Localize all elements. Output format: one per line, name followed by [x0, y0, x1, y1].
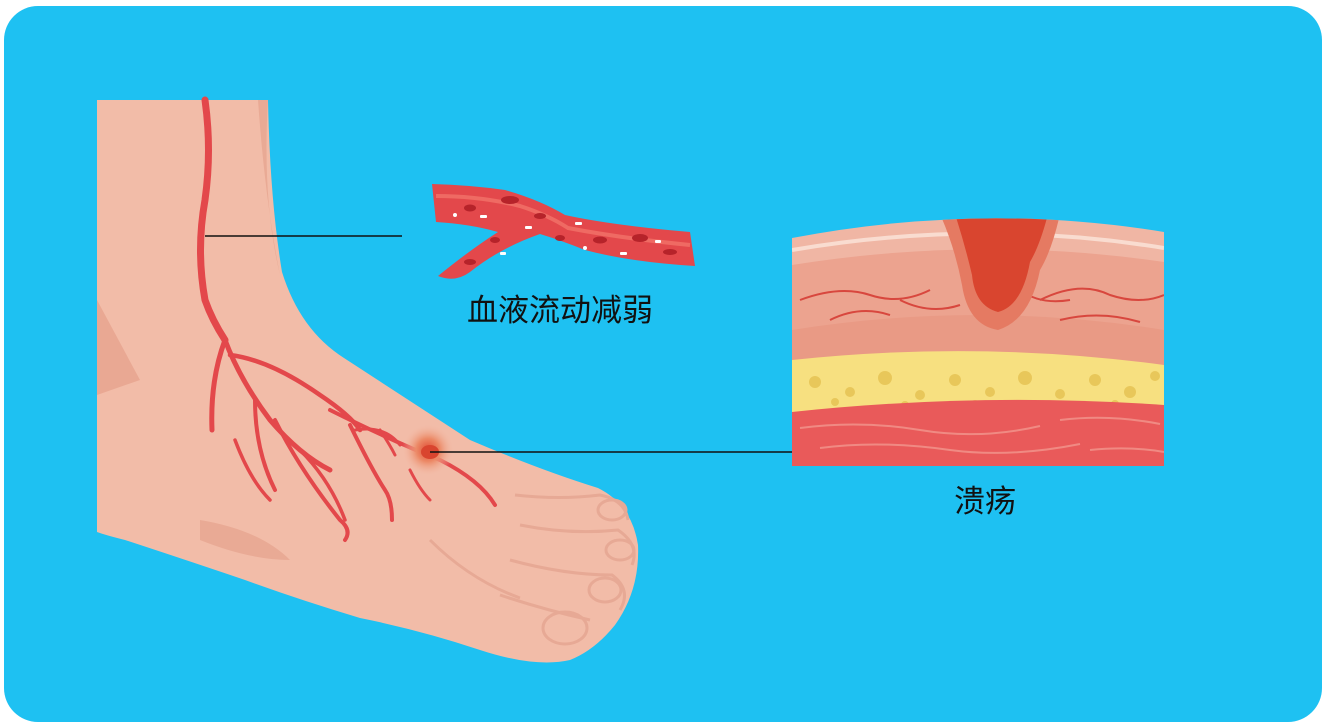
diagram-scene	[4, 6, 1322, 722]
ulcer-label: 溃疡	[954, 476, 1016, 521]
leg-shape	[97, 100, 638, 662]
leg-foot-illustration	[97, 100, 638, 662]
blood-vessel-illustration	[432, 184, 695, 279]
diagram-panel: 血液流动减弱 溃疡	[4, 6, 1322, 722]
blood-flow-label: 血液流动减弱	[467, 285, 653, 330]
skin-cross-section	[792, 200, 1164, 470]
